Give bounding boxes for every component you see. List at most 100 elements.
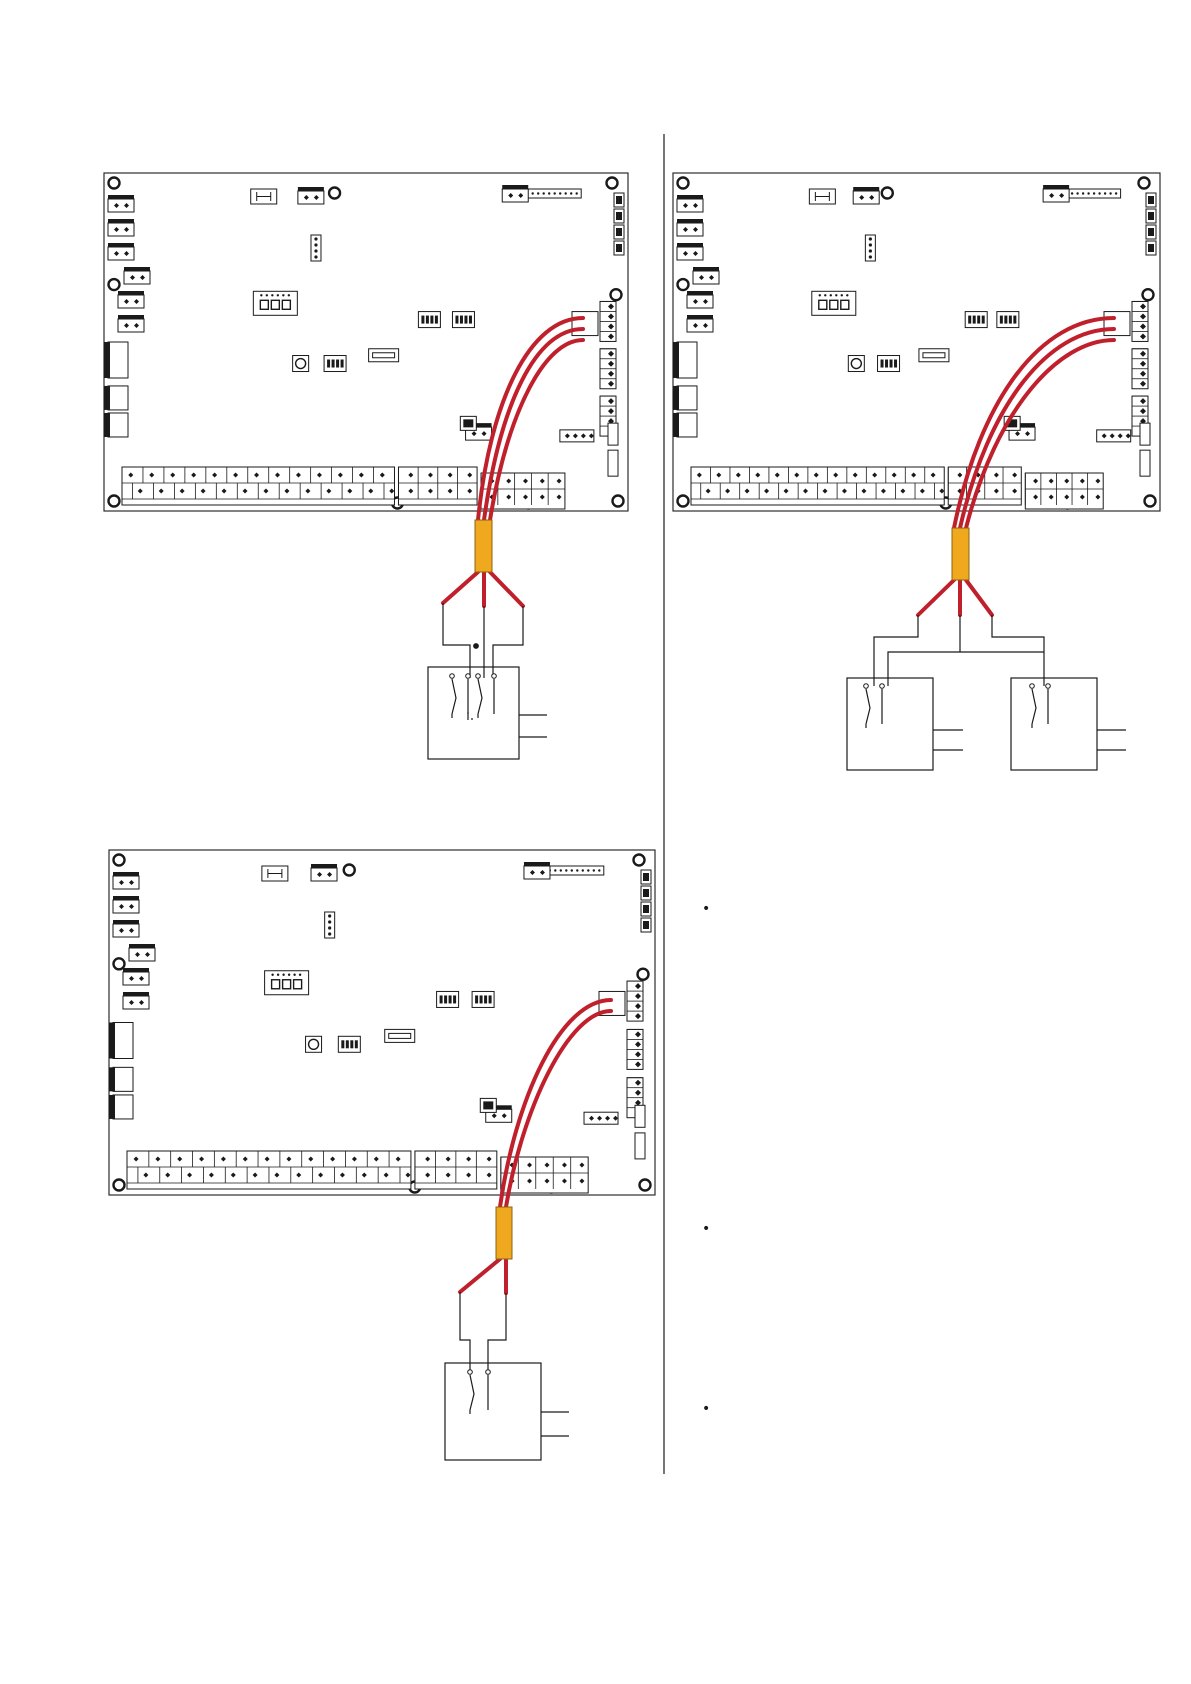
connector-body [118, 319, 144, 332]
wire-sleeve [475, 520, 492, 572]
dip-lever [341, 360, 344, 368]
load-lead [541, 1412, 569, 1436]
connector-latch [108, 195, 134, 199]
connector-body [124, 271, 150, 284]
connector-body [687, 295, 713, 308]
display-pin [271, 974, 273, 976]
relay-core [1148, 228, 1154, 236]
board-bottom-left [109, 850, 655, 1195]
relay-core [1148, 244, 1154, 252]
connector-body [123, 972, 149, 985]
display-pin [835, 294, 837, 296]
display-pin [293, 974, 295, 976]
display-pin [277, 294, 279, 296]
top-connector [311, 864, 337, 881]
contact-terminal [492, 674, 497, 679]
ribbon-pin [587, 869, 589, 871]
connector-body [853, 191, 879, 204]
header-pin [869, 249, 872, 252]
mounting-hole [634, 855, 645, 866]
connector-body [113, 900, 139, 913]
vertical-terminal-latch [104, 342, 110, 378]
junction-dot [474, 644, 479, 649]
relay-core [616, 212, 622, 220]
dip-lever [444, 995, 447, 1003]
dip-lever [968, 316, 971, 324]
two-pin-connector [677, 195, 703, 212]
connector-latch [524, 862, 550, 866]
dip-lever [455, 316, 458, 324]
dip-lever [890, 360, 893, 368]
display-pin [288, 974, 290, 976]
ribbon-pin [593, 869, 595, 871]
load-lead [933, 730, 963, 750]
load-lead [519, 715, 547, 737]
header-pin [314, 255, 317, 258]
dip-lever [475, 995, 478, 1003]
wire-sleeve [496, 1207, 512, 1259]
top-connector [853, 187, 879, 204]
mounting-hole [109, 279, 120, 290]
connector-body [113, 876, 139, 889]
ribbon-pin [570, 192, 572, 194]
load-box [847, 678, 933, 770]
dip-lever [489, 995, 492, 1003]
dip-lever [1013, 316, 1016, 324]
ribbon-pin [560, 869, 562, 871]
connector-body [118, 295, 144, 308]
side-header [635, 1133, 645, 1159]
ribbon-pin [1115, 192, 1117, 194]
connector-latch [1043, 185, 1069, 189]
side-header [1140, 450, 1150, 476]
connector-body [108, 247, 134, 260]
header-pin [314, 249, 317, 252]
switch-contact [452, 679, 468, 718]
ribbon-pin [1076, 192, 1078, 194]
top-right-connector [502, 185, 528, 202]
ribbon-pin [1071, 192, 1073, 194]
dip-lever [1000, 316, 1003, 324]
vertical-terminal-latch [673, 413, 679, 437]
vertical-terminal [113, 1023, 133, 1059]
ribbon-pin [548, 192, 550, 194]
connector-body [693, 271, 719, 284]
display-pin [266, 294, 268, 296]
contact-terminal [864, 684, 869, 689]
dip-lever [346, 1040, 349, 1048]
dip-lever [350, 1040, 353, 1048]
dip-lever [355, 1040, 358, 1048]
ribbon-pin [565, 192, 567, 194]
two-pin-connector [123, 968, 149, 985]
wire-run [460, 1292, 470, 1370]
connector-body [687, 319, 713, 332]
two-pin-connector [108, 243, 134, 260]
ribbon-pin [554, 192, 556, 194]
connector-body [524, 866, 550, 879]
relay-core [1148, 196, 1154, 204]
two-pin-connector [118, 315, 144, 332]
display-pin [846, 294, 848, 296]
wire-run [488, 1293, 506, 1370]
vertical-terminal-latch [673, 386, 679, 410]
connector-latch [677, 243, 703, 247]
vertical-terminal-latch [109, 1023, 115, 1059]
dip-lever [327, 360, 330, 368]
connector-latch [677, 195, 703, 199]
two-pin-connector [113, 920, 139, 937]
mounting-hole [344, 865, 355, 876]
header-pin [314, 237, 317, 240]
ribbon-pin [1104, 192, 1106, 194]
connector-body [1043, 189, 1069, 202]
vertical-terminal [108, 413, 128, 437]
contact-terminal [880, 684, 885, 689]
mounting-hole [114, 958, 125, 969]
mounting-hole [607, 178, 618, 189]
mounting-hole [882, 188, 893, 199]
side-header [1140, 423, 1150, 445]
vertical-terminal [113, 1067, 133, 1091]
header-pin [328, 926, 331, 929]
header-pin [314, 243, 317, 246]
side-header [608, 450, 618, 476]
dip-lever [973, 316, 976, 324]
ribbon-pin [1082, 192, 1084, 194]
